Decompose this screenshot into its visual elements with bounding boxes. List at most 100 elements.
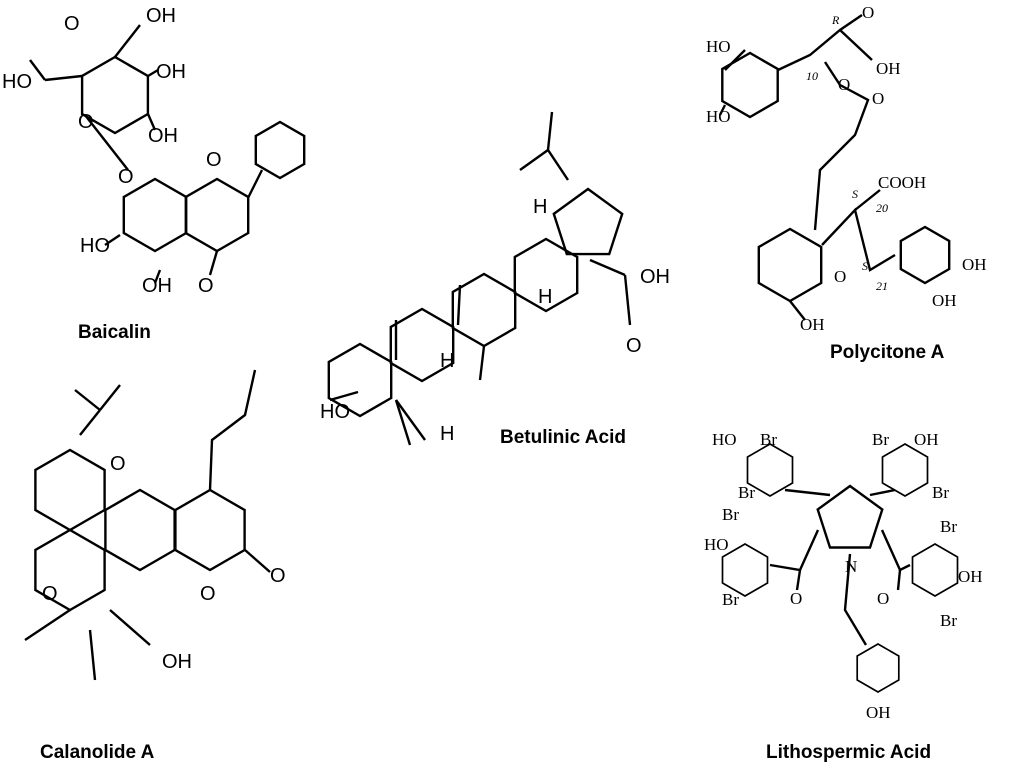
atom-label: OH — [958, 567, 983, 586]
compound-name-lithospermic-acid: Lithospermic Acid — [766, 742, 931, 763]
lithospermic-acid-structure: HO Br Br OH Br Br Br HO Br O N O OH Br B… — [704, 430, 983, 763]
aryl-ring-4 — [911, 543, 959, 597]
bond — [623, 274, 632, 326]
atom-label: OH — [914, 430, 939, 449]
atom-label: HO — [320, 401, 350, 423]
pyran-ring — [34, 448, 106, 532]
aryl-ring-3 — [721, 543, 769, 597]
atom-label: OH — [146, 5, 176, 27]
bond — [395, 399, 426, 441]
bond — [104, 234, 121, 246]
atom-label: S — [852, 187, 858, 201]
bond — [246, 169, 264, 199]
bond — [244, 549, 271, 573]
atom-label: HO — [712, 430, 737, 449]
bond — [88, 629, 97, 681]
sugar-ring — [80, 55, 150, 135]
atom-label: H — [440, 350, 454, 372]
bond — [546, 111, 554, 151]
atom-label: Br — [940, 611, 957, 630]
compound-name-baicalin: Baicalin — [78, 322, 151, 343]
bond — [589, 258, 626, 277]
bond — [44, 74, 83, 82]
bond — [114, 24, 141, 58]
atom-label: HO — [80, 235, 110, 257]
bond — [843, 553, 868, 646]
atom-label: OH — [866, 703, 891, 722]
bond — [478, 345, 486, 381]
bond — [896, 569, 902, 591]
bond — [869, 488, 896, 497]
bond — [84, 114, 129, 171]
atom-label: HO — [706, 37, 731, 56]
bond — [456, 284, 462, 326]
atom-label: O — [790, 589, 802, 608]
atom-label: Br — [738, 483, 755, 502]
ring-d — [513, 237, 579, 313]
atom-label: N — [845, 557, 857, 576]
betulinic-acid-structure: H H H H HO OH O Betulinic Acid — [320, 196, 670, 448]
bond — [99, 384, 121, 411]
atom-label: OH — [156, 61, 186, 83]
polycitone-a-structure: HO HO R O OH 10 O O COOH S 20 S 21 O OH … — [706, 3, 987, 363]
atom-label: O — [200, 583, 216, 605]
compound-name-calanolide-a: Calanolide A — [40, 742, 155, 763]
compound-name-polycitone-a: Polycitone A — [830, 342, 945, 363]
bond — [208, 369, 257, 491]
atom-label: HO — [706, 107, 731, 126]
atom-label: Br — [722, 590, 739, 609]
atom-label: O — [834, 267, 846, 286]
atom-label: OH — [962, 255, 987, 274]
compound-name-betulinic-acid: Betulinic Acid — [500, 427, 626, 448]
bond — [821, 207, 896, 272]
bond — [854, 189, 881, 211]
atom-label: S — [862, 259, 868, 273]
bond — [29, 59, 46, 81]
bond — [789, 300, 806, 321]
atom-label: OH — [148, 125, 178, 147]
bond — [208, 250, 219, 276]
atom-label: O — [270, 565, 286, 587]
atom-label: OH — [640, 266, 670, 288]
atom-label: O — [110, 453, 126, 475]
atom-label: Br — [940, 517, 957, 536]
atom-label: COOH — [878, 173, 926, 192]
bond — [724, 49, 746, 71]
atom-label: R — [831, 13, 840, 27]
calanolide-a-structure: O O O O OH Calanolide A — [40, 453, 286, 763]
atom-label: O — [626, 335, 642, 357]
bond — [109, 609, 151, 646]
atom-label: Br — [722, 505, 739, 524]
atom-label: O — [838, 75, 850, 94]
bond — [718, 104, 727, 116]
atom-label: O — [877, 589, 889, 608]
atom-label: H — [533, 196, 547, 218]
atom-label: Br — [932, 483, 949, 502]
atom-label: O — [872, 89, 884, 108]
bond — [813, 61, 870, 231]
atom-label: OH — [142, 275, 172, 297]
atom-label: 21 — [876, 279, 888, 293]
lactone-ring — [174, 488, 246, 572]
atom-label: OH — [800, 315, 825, 334]
atom-label: OH — [876, 59, 901, 78]
atom-label: 20 — [876, 201, 888, 215]
bond — [839, 29, 873, 61]
atom-label: HO — [2, 71, 32, 93]
atom-label: OH — [932, 291, 957, 310]
atom-label: H — [440, 423, 454, 445]
atom-label: O — [64, 13, 80, 35]
bond — [24, 609, 71, 641]
bond — [795, 569, 802, 591]
atom-label: O — [42, 583, 58, 605]
phenyl-ring — [254, 120, 306, 180]
atom-label: H — [538, 286, 552, 308]
atom-label: O — [862, 3, 874, 22]
atom-label: O — [206, 149, 222, 171]
ring-e — [552, 187, 624, 256]
aryl-ring-1 — [746, 443, 794, 497]
bond — [79, 409, 101, 436]
atom-label: O — [118, 166, 134, 188]
